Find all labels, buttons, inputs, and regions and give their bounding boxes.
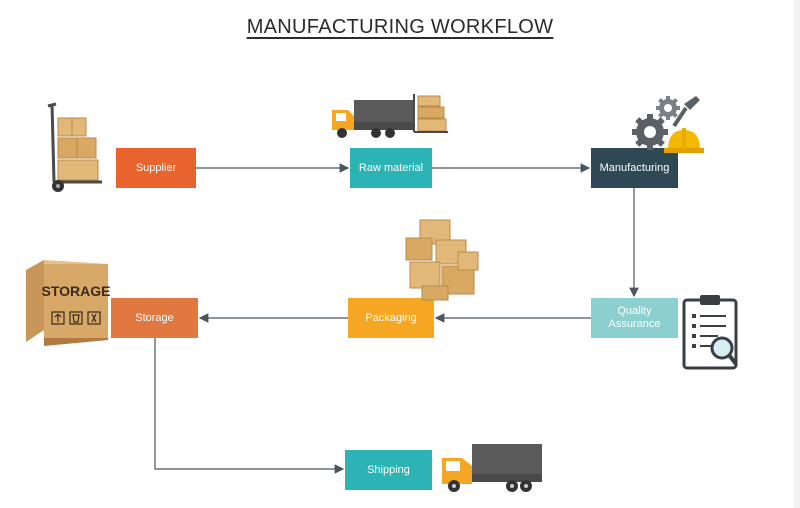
gears-hardhat-icon (632, 96, 704, 153)
delivery-truck-with-boxes-icon (332, 94, 448, 138)
hand-truck-icon (47, 102, 102, 192)
step-quality-assurance: Quality Assurance (591, 298, 678, 338)
storage-box-icon: STORAGE (26, 260, 111, 346)
step-shipping: Shipping (345, 450, 432, 490)
connector-storage-to-shipping (154, 338, 345, 474)
delivery-truck-icon (442, 444, 542, 492)
step-packaging: Packaging (348, 298, 434, 338)
step-manufacturing: Manufacturing (591, 148, 678, 188)
checklist-clipboard-icon (682, 295, 738, 370)
right-edge-shadow (794, 0, 800, 508)
storage-box-label: STORAGE (42, 283, 111, 299)
step-raw-material: Raw material (350, 148, 432, 188)
stacked-boxes-icon (405, 219, 479, 301)
step-supplier: Supplier (116, 148, 196, 188)
page-title: MANUFACTURING WORKFLOW (246, 16, 554, 38)
step-storage: Storage (111, 298, 198, 338)
